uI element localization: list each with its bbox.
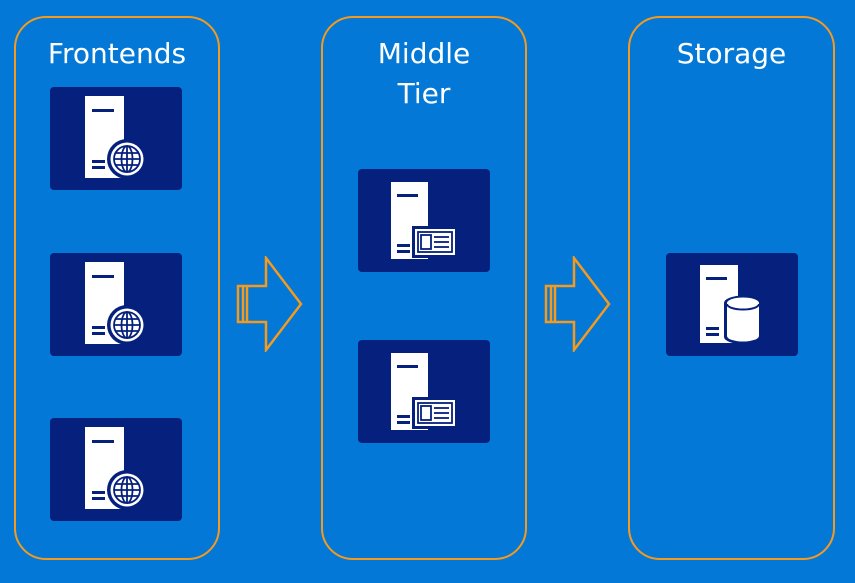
tier-middle: Middle Tier — [321, 16, 527, 560]
web-server-icon — [50, 87, 182, 190]
database-server-icon — [666, 253, 798, 356]
tier-title-frontends: Frontends — [47, 37, 187, 70]
tier-frontends: Frontends — [14, 16, 220, 560]
application-server-icon — [358, 340, 490, 443]
tier-title-middle: Middle Tier — [377, 37, 471, 110]
web-server-icon — [50, 253, 182, 356]
arrow-right-icon — [544, 256, 611, 352]
arrow-right-icon — [236, 256, 303, 352]
tier-storage: Storage — [628, 16, 835, 560]
web-server-icon — [50, 418, 182, 521]
application-server-icon — [358, 169, 490, 272]
tier-title-storage: Storage — [676, 37, 787, 70]
